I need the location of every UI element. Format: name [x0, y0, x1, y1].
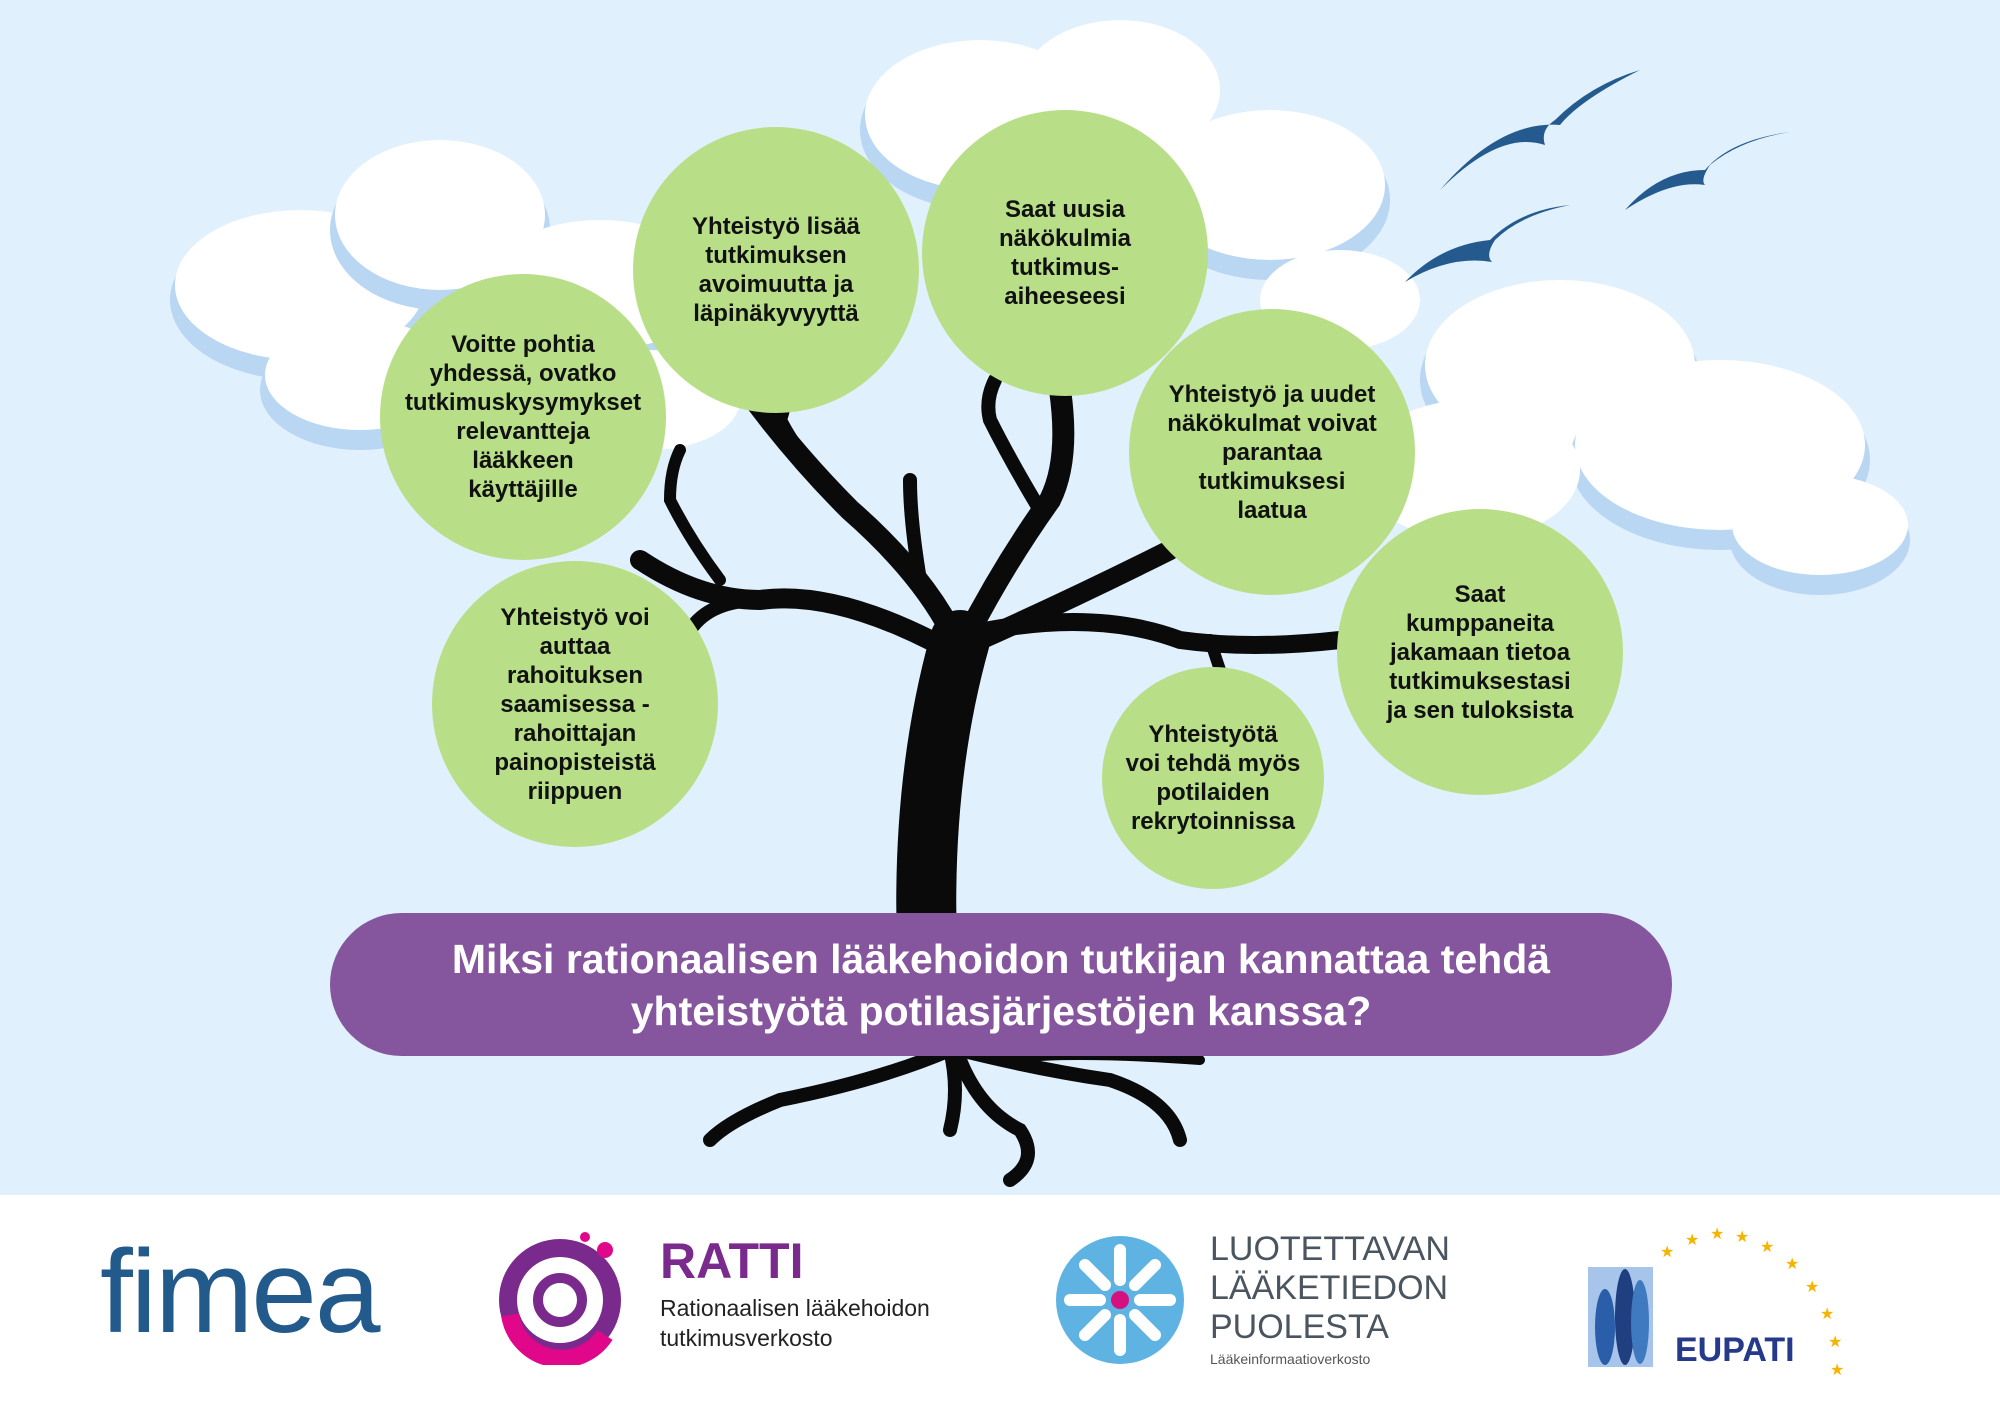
bubble-text: Yhteistyö voi auttaa rahoituksen saamise…	[494, 603, 656, 805]
ratti-subtitle: tutkimusverkosto	[660, 1325, 833, 1351]
luotettavan-logo: LUOTETTAVAN LÄÄKETIEDON PUOLESTA Lääkein…	[1055, 1231, 1485, 1371]
bird-icon	[1625, 132, 1790, 210]
fimea-logo: fimea	[100, 1233, 381, 1351]
bubble-funding: Yhteistyö voi auttaa rahoituksen saamise…	[432, 561, 718, 847]
bubble-partners: Saat kumppaneita jakamaan tietoa tutkimu…	[1337, 509, 1623, 795]
eupati-logo: ★★★★★★★★★★ EUPATI	[1580, 1227, 1880, 1387]
bubble-openness: Yhteistyö lisää tutkimuksen avoimuutta j…	[633, 127, 919, 413]
birds	[1405, 70, 1790, 282]
bubble-text: Yhteistyötä voi tehdä myös potilaiden re…	[1125, 721, 1301, 835]
svg-text:★: ★	[1828, 1334, 1842, 1351]
svg-text:★: ★	[1830, 1362, 1844, 1379]
svg-text:★: ★	[1735, 1229, 1749, 1246]
bubble-new-perspectives: Saat uusia näkökulmia tutkimus- aiheesee…	[922, 110, 1208, 396]
svg-text:★: ★	[1660, 1244, 1674, 1261]
bubble-recruitment: Yhteistyötä voi tehdä myös potilaiden re…	[1102, 667, 1324, 889]
bird-icon	[1440, 70, 1640, 190]
luotettava-line: LÄÄKETIEDON	[1210, 1269, 1449, 1307]
bubble-text: Saat uusia näkökulmia tutkimus- aiheesee…	[998, 196, 1132, 310]
luotettava-line: LUOTETTAVAN	[1210, 1230, 1450, 1268]
eupati-people-stars-icon: ★★★★★★★★★★	[1588, 1227, 1844, 1379]
ratti-logo: RATTI Rationaalisen lääkehoidon tutkimus…	[495, 1225, 955, 1365]
bird-icon	[1405, 205, 1570, 282]
svg-text:★: ★	[1805, 1279, 1819, 1296]
medicine-snowflake-icon	[1056, 1236, 1184, 1364]
luotettava-subtitle: Lääkeinformaatioverkosto	[1210, 1351, 1371, 1367]
ratti-name: RATTI	[660, 1233, 804, 1289]
svg-text:★: ★	[1710, 1227, 1724, 1243]
bubble-text: Yhteistyö ja uudet näkökulmat voivat par…	[1167, 380, 1377, 524]
bubble-text: Voitte pohtia yhdessä, ovatko tutkimusky…	[404, 331, 642, 503]
ratti-symbol-icon	[499, 1232, 621, 1365]
title-banner: Miksi rationaalisen lääkehoidon tutkijan…	[330, 913, 1672, 1056]
logo-footer: fimea RATTI Rationaalisen lääkehoidon tu…	[0, 1195, 2000, 1414]
bubble-quality: Yhteistyö ja uudet näkökulmat voivat par…	[1129, 309, 1415, 595]
bubble-relevance: Voitte pohtia yhdessä, ovatko tutkimusky…	[380, 274, 666, 560]
bubble-text: Saat kumppaneita jakamaan tietoa tutkimu…	[1386, 580, 1574, 724]
svg-text:★: ★	[1820, 1306, 1834, 1323]
eupati-wordmark: EUPATI	[1675, 1331, 1795, 1369]
bubble-text: Yhteistyö lisää tutkimuksen avoimuutta j…	[691, 213, 861, 327]
fimea-wordmark: fimea	[100, 1226, 381, 1358]
ratti-subtitle: Rationaalisen lääkehoidon	[660, 1295, 930, 1321]
svg-text:★: ★	[1760, 1239, 1774, 1256]
svg-text:★: ★	[1685, 1232, 1699, 1249]
luotettava-line: PUOLESTA	[1210, 1308, 1389, 1346]
svg-text:★: ★	[1785, 1256, 1799, 1273]
cloud-right	[1360, 280, 1910, 595]
